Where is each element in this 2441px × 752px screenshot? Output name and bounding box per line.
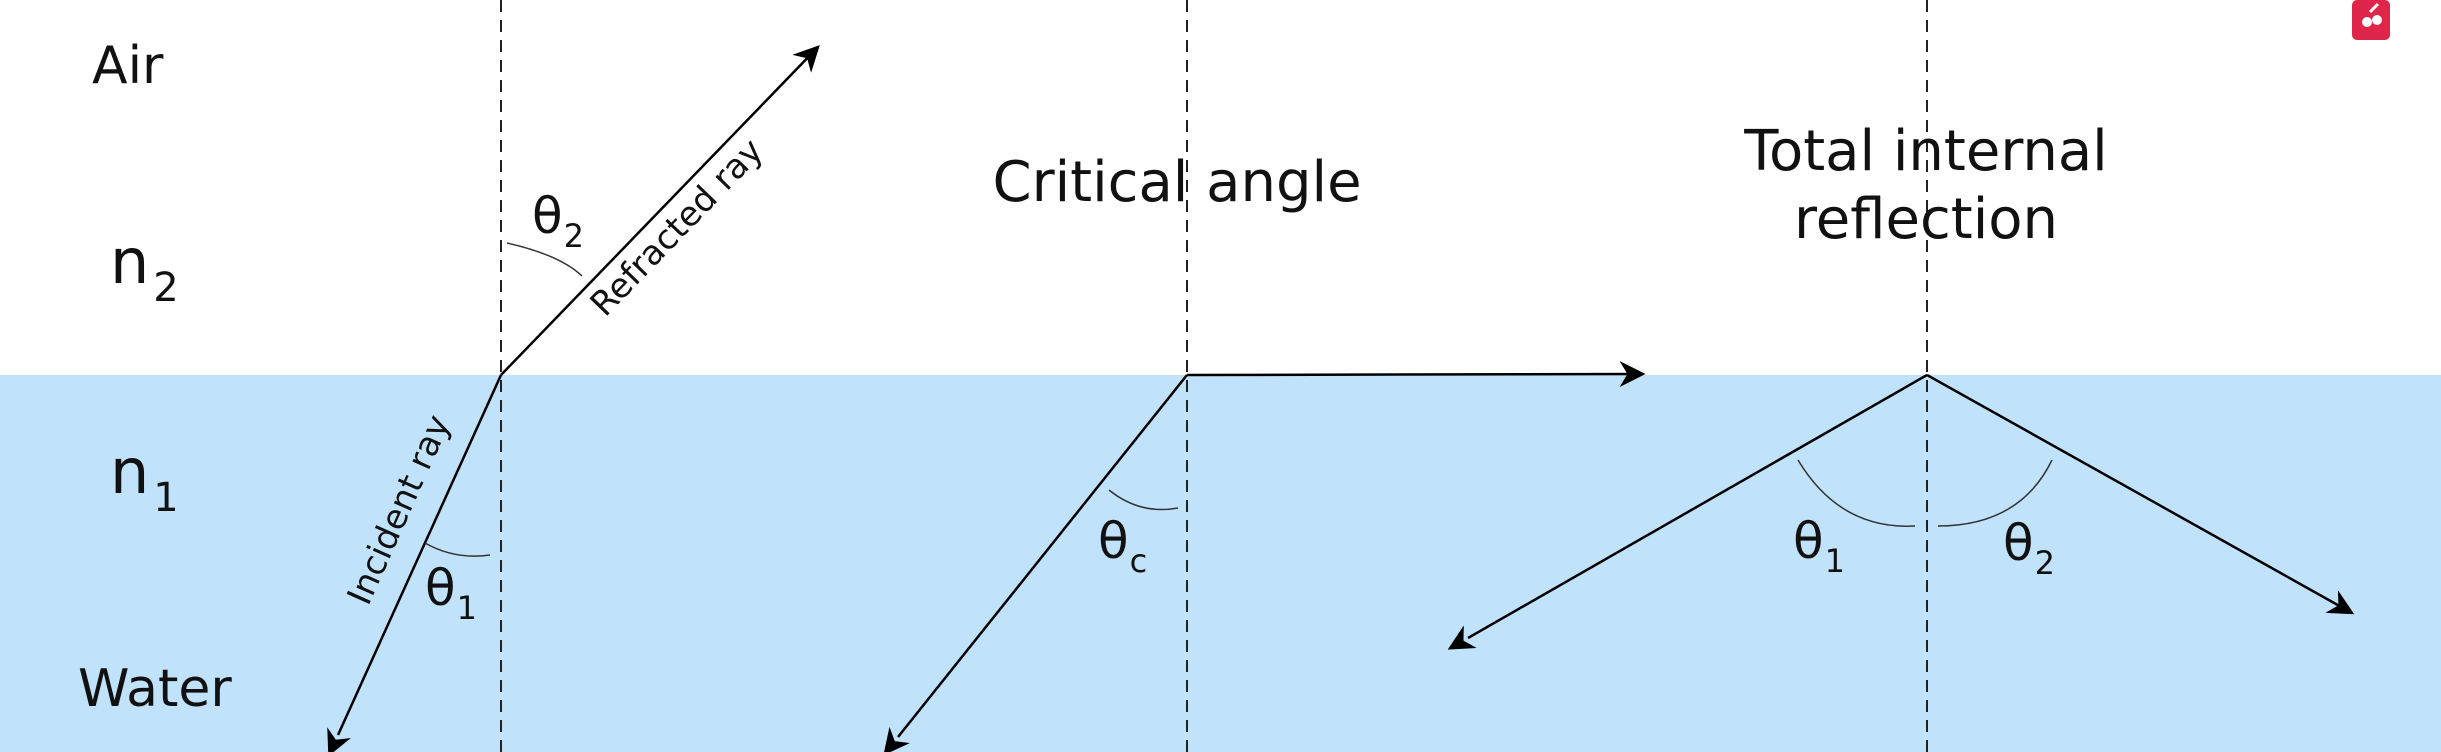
water-label: Water xyxy=(78,659,232,719)
critical-surface-ray xyxy=(1186,361,1646,388)
tir-reflected-ray xyxy=(1926,373,2355,615)
theta1-label-panel1: θ1 xyxy=(425,559,477,627)
air-label: Air xyxy=(92,36,164,96)
tir-title-line1: Total internal xyxy=(1743,119,2107,184)
incident-ray xyxy=(327,374,503,752)
refracted-ray xyxy=(500,45,820,376)
theta2-arc-panel3 xyxy=(1937,459,2053,527)
theta2-label-panel3: θ2 xyxy=(2003,514,2055,582)
app-logo-icon xyxy=(2352,0,2390,40)
air-region xyxy=(0,0,2441,375)
critical-angle-title: Critical angle xyxy=(992,150,1361,215)
theta2-arc-panel1 xyxy=(506,242,583,277)
thetac-label: θc xyxy=(1098,512,1147,580)
theta1-label-panel3: θ1 xyxy=(1793,512,1845,580)
critical-incident-ray xyxy=(883,374,1188,752)
tir-incident-ray xyxy=(1447,373,1928,650)
theta1-arc-panel1 xyxy=(424,542,491,557)
water-region xyxy=(0,375,2441,752)
theta2-label-panel1: θ2 xyxy=(532,187,584,255)
tir-title-line2: reflection xyxy=(1794,187,2058,252)
thetac-arc xyxy=(1108,489,1179,511)
theta1-arc-panel3 xyxy=(1797,459,1916,527)
